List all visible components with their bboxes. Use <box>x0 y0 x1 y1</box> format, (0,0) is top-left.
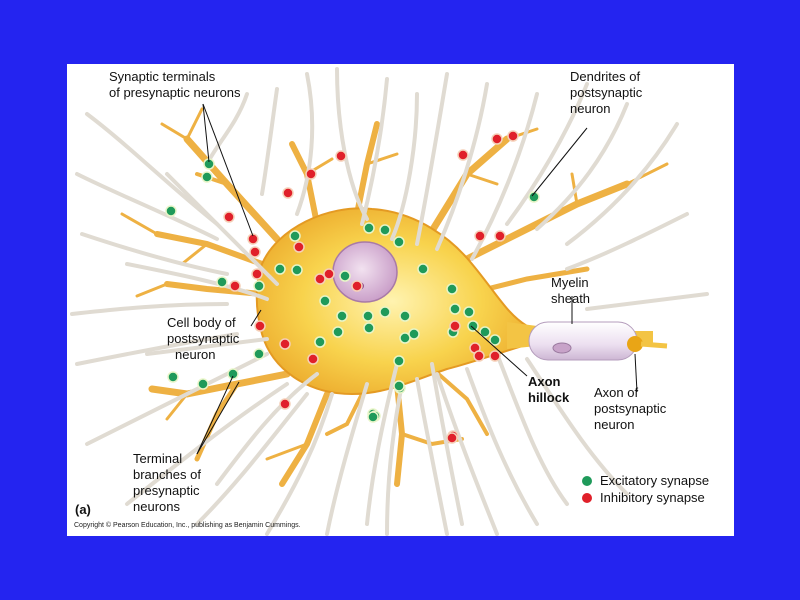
label-myelin-sheath: Myelin sheath <box>551 275 590 307</box>
label-axon-line3: neuron <box>594 417 635 432</box>
inhibitory-synapses <box>223 130 519 444</box>
label-axon-line2: postsynaptic <box>594 401 667 416</box>
label-cell-body-line2: postsynaptic <box>167 331 240 346</box>
label-cell-body-line1: Cell body of <box>167 315 236 330</box>
label-synaptic-terminals-line1: Synaptic terminals <box>109 69 216 84</box>
label-axon-hillock-line2: hillock <box>528 390 570 405</box>
inhibitory-dot-icon <box>582 492 592 503</box>
legend-inhibitory: Inhibitory synapse <box>582 490 705 505</box>
label-terminal-branches-line2: branches of <box>133 467 201 482</box>
label-terminal-branches-line4: neurons <box>133 499 180 514</box>
label-synaptic-terminals-line2: of presynaptic neurons <box>109 85 241 100</box>
label-axon-hillock: Axon hillock <box>528 374 569 406</box>
myelin-sheath <box>528 321 638 361</box>
label-axon-line1: Axon of <box>594 385 639 400</box>
label-myelin-line2: sheath <box>551 291 591 306</box>
label-terminal-branches-line1: Terminal <box>133 451 183 466</box>
label-synaptic-terminals: Synaptic terminals of presynaptic neuron… <box>109 69 241 101</box>
legend-excitatory-label: Excitatory synapse <box>600 473 710 488</box>
panel-label: (a) <box>75 502 91 517</box>
leader-lines <box>196 103 638 455</box>
label-cell-body-line3: neuron <box>175 347 216 362</box>
copyright-notice: Copyright © Pearson Education, Inc., pub… <box>74 522 301 529</box>
legend-inhibitory-label: Inhibitory synapse <box>600 490 705 505</box>
label-cell-body: Cell body of postsynaptic neuron <box>167 315 239 363</box>
label-axon-hillock-line1: Axon <box>528 374 561 389</box>
axon-end <box>640 341 668 349</box>
presynaptic-fibers <box>70 67 709 536</box>
label-dendrites-line1: Dendrites of <box>570 69 641 84</box>
label-myelin-line1: Myelin <box>551 275 589 290</box>
schwann-nucleus <box>552 342 572 354</box>
neuron-illustration <box>70 67 709 536</box>
figure-panel: Synaptic terminals of presynaptic neuron… <box>67 64 734 536</box>
label-dendrites: Dendrites of postsynaptic neuron <box>570 69 642 117</box>
label-axon: Axon of postsynaptic neuron <box>594 385 666 433</box>
excitatory-synapses <box>165 158 540 423</box>
node-of-ranvier <box>627 336 643 352</box>
label-dendrites-line3: neuron <box>570 101 611 116</box>
legend-excitatory: Excitatory synapse <box>582 473 709 488</box>
label-terminal-branches: Terminal branches of presynaptic neurons <box>133 451 201 515</box>
label-dendrites-line2: postsynaptic <box>570 85 643 100</box>
excitatory-dot-icon <box>582 475 592 486</box>
label-terminal-branches-line3: presynaptic <box>133 483 200 498</box>
